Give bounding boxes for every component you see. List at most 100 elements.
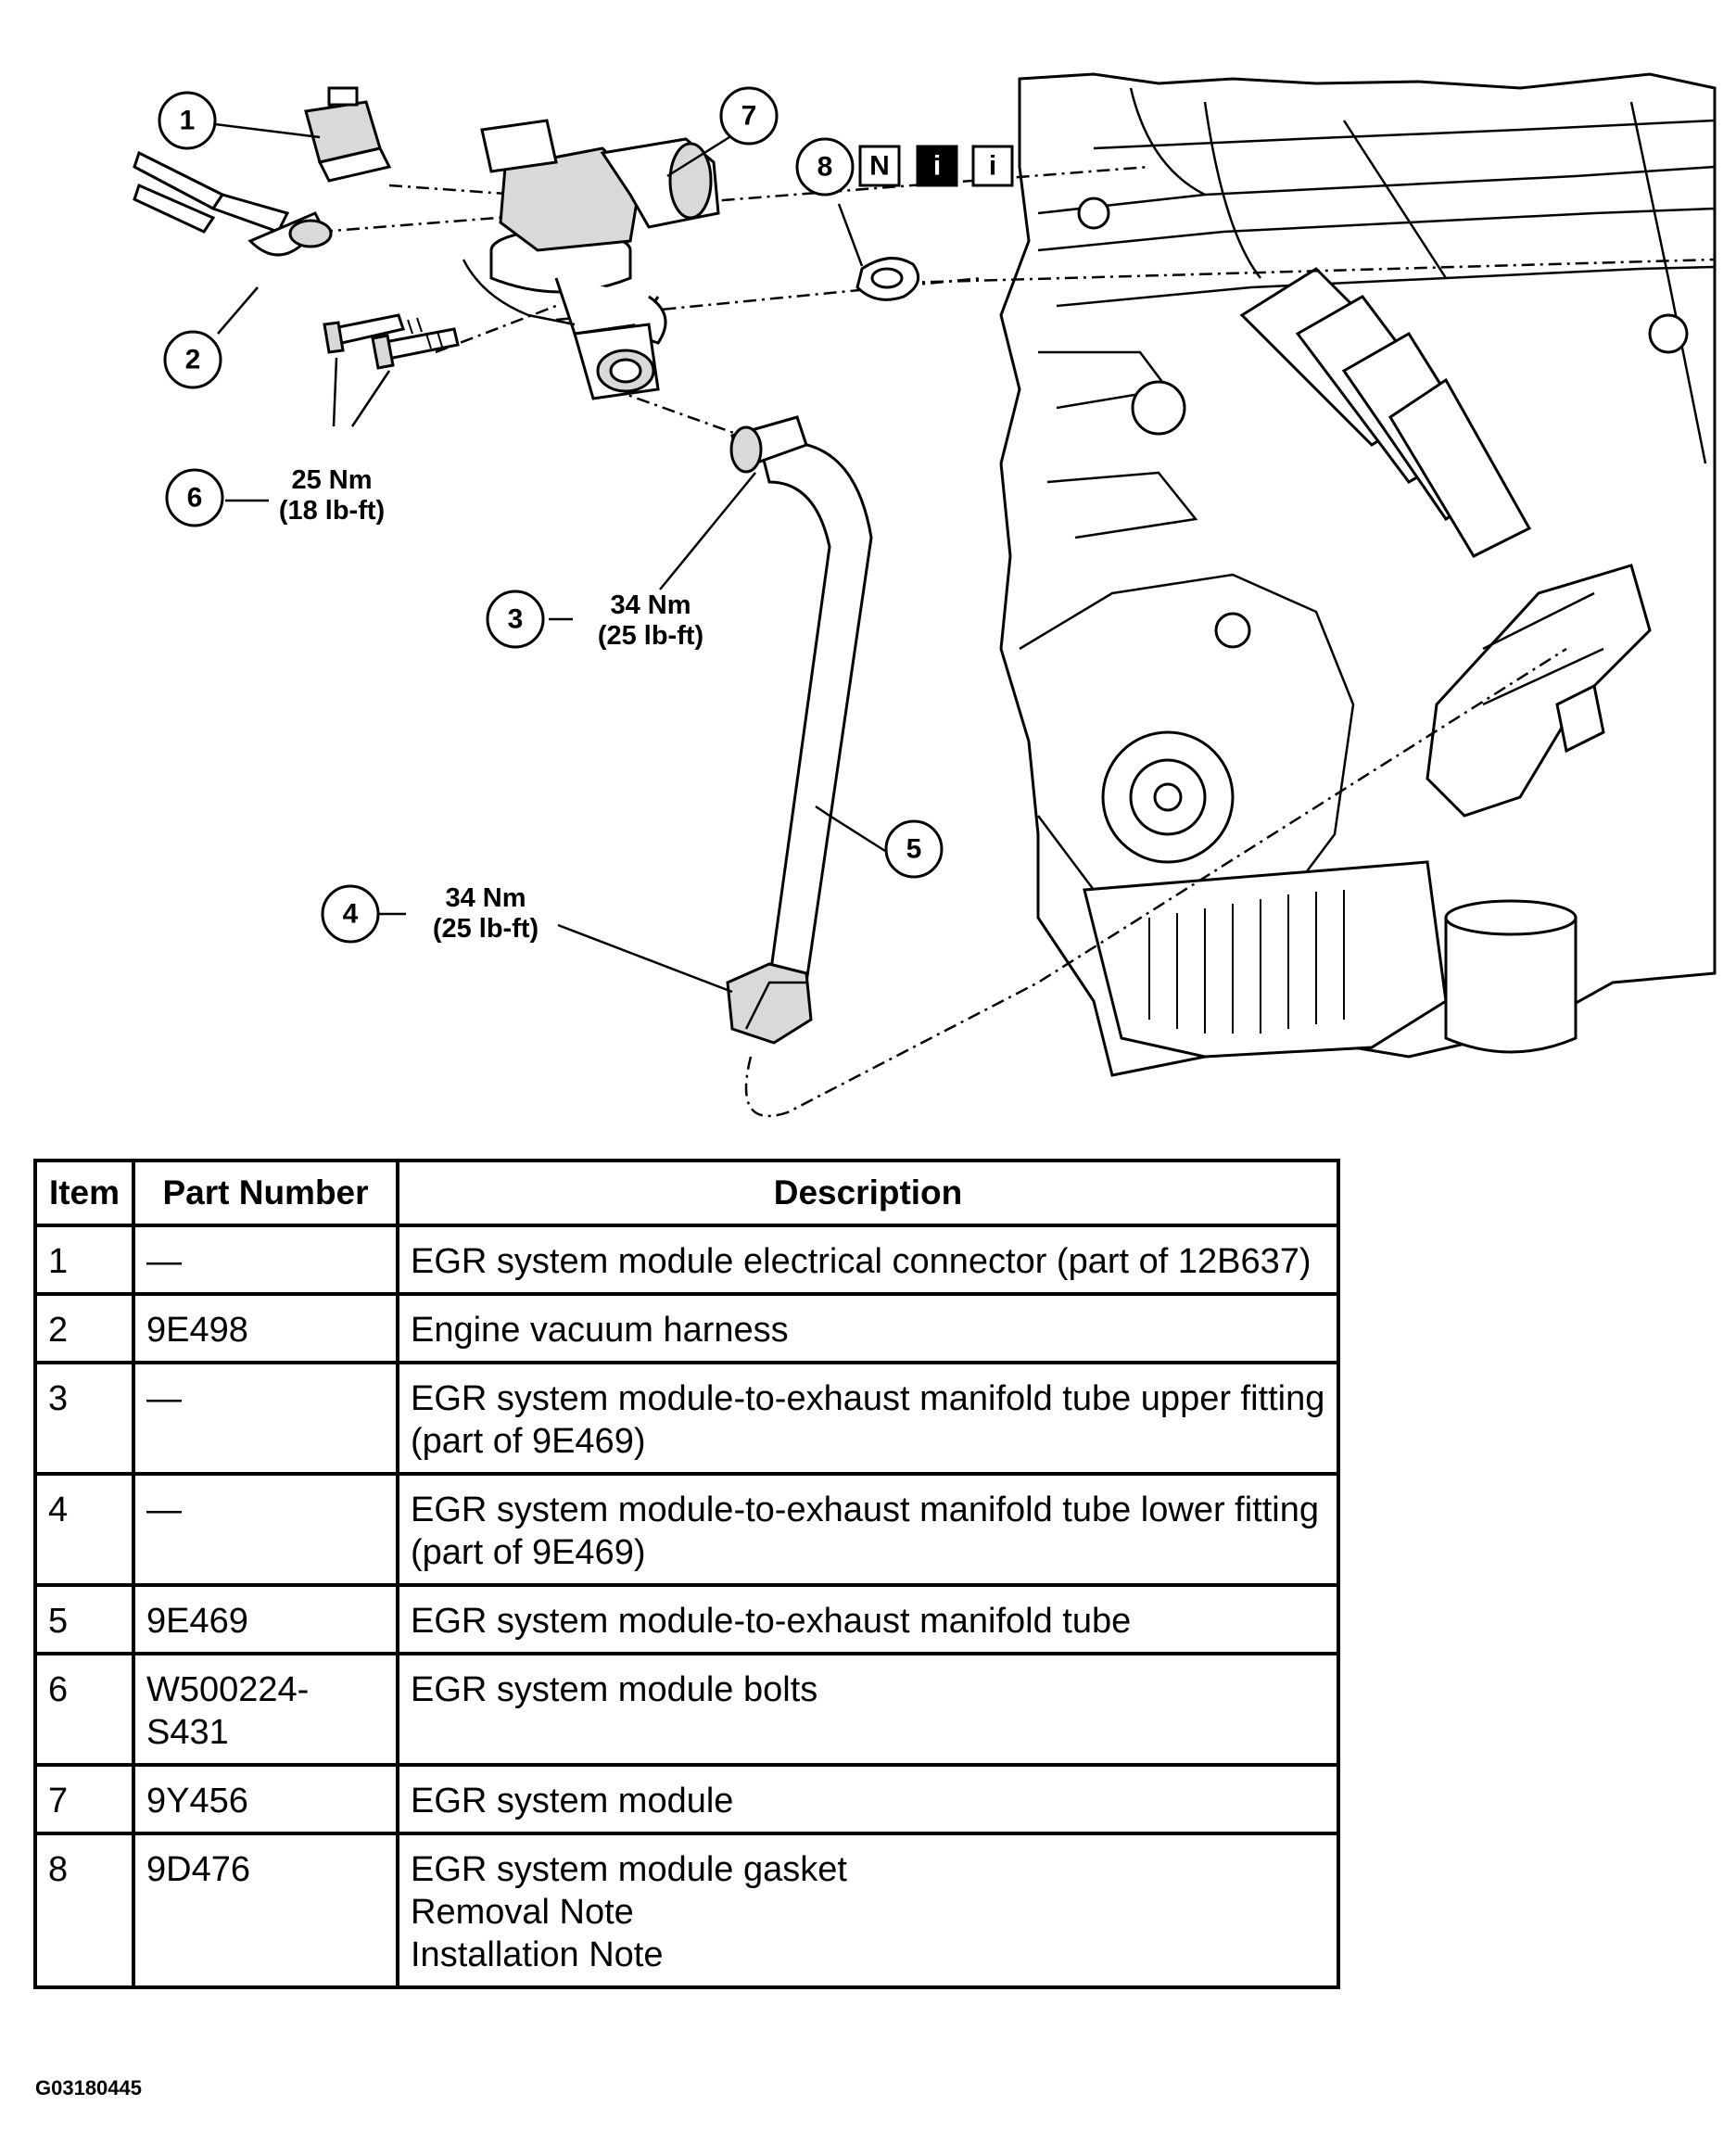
part-number-cell: W500224- S431 xyxy=(132,1652,399,1767)
table-row: 1 — EGR system module electrical connector… xyxy=(33,1224,1340,1296)
torque-4-imperial: (25 lb-ft) xyxy=(433,914,539,944)
item-cell: 6 xyxy=(33,1652,135,1767)
part-number-cell: — xyxy=(132,1224,399,1296)
item-cell: 8 xyxy=(33,1832,135,1989)
removal-info-icon xyxy=(916,145,958,187)
callout-2: 2 xyxy=(163,330,222,389)
part-number-text: 9E498 xyxy=(146,1311,248,1350)
callout-6: 6 xyxy=(165,468,224,527)
egr-exhaust-manifold-tube xyxy=(726,415,873,1045)
callout-4-number: 4 xyxy=(343,899,359,930)
part-number-cell: 9D476 xyxy=(132,1832,399,1989)
header-item: Item xyxy=(33,1159,135,1227)
description-text: EGR system module-to-exhaust manifold tu… xyxy=(411,1490,1319,1572)
description-cell: EGR system module-to-exhaust manifold tu… xyxy=(396,1583,1340,1655)
egr-module-bolts xyxy=(323,313,460,370)
description-text: Engine vacuum harness xyxy=(411,1311,789,1350)
description-cell: EGR system module bolts xyxy=(396,1652,1340,1767)
item-cell: 2 xyxy=(33,1292,135,1364)
item-cell: 7 xyxy=(33,1763,135,1835)
item-cell: 1 xyxy=(33,1224,135,1296)
item-cell: 5 xyxy=(33,1583,135,1655)
egr-system-module xyxy=(462,119,720,400)
callout-7-number: 7 xyxy=(741,101,757,132)
callout-7: 7 xyxy=(719,86,779,146)
callout-4: 4 xyxy=(321,884,380,944)
callout-8: 8 xyxy=(795,137,855,197)
description-cell: EGR system module xyxy=(396,1763,1340,1835)
new-part-icon xyxy=(858,145,901,187)
electrical-connector xyxy=(304,86,392,183)
callout-3-number: 3 xyxy=(508,604,524,635)
table-row: 7 9Y456 EGR system module xyxy=(33,1763,1340,1835)
torque-4-metric: 34 Nm xyxy=(445,883,526,913)
part-number-text: W500224- xyxy=(146,1670,310,1709)
description-text: EGR system module-to-exhaust manifold tu… xyxy=(411,1602,1132,1641)
egr-module-gasket xyxy=(855,257,920,301)
exploded-view-diagram: 1 2 3 4 5 6 7 8 N i i 25 Nm (18 lb-ft) xyxy=(133,72,1717,1118)
part-number-cell: 9E469 xyxy=(132,1583,399,1655)
torque-label-6: 25 Nm (18 lb-ft) xyxy=(279,465,385,526)
engine-assembly xyxy=(999,72,1717,1077)
torque-6-metric: 25 Nm xyxy=(291,465,372,495)
callout-3: 3 xyxy=(486,590,545,649)
description-text: EGR system module gasket xyxy=(411,1850,847,1889)
torque-label-4: 34 Nm (25 lb-ft) xyxy=(433,883,539,944)
installation-info-icon xyxy=(971,145,1014,187)
description-cell: EGR system module-to-exhaust manifold tu… xyxy=(396,1361,1340,1476)
part-number-text: 9Y456 xyxy=(146,1782,248,1820)
table-header-row: Item Part Number Description xyxy=(33,1159,1340,1227)
callout-6-number: 6 xyxy=(187,483,203,514)
description-cell: EGR system module electrical connector (… xyxy=(396,1224,1340,1296)
description-text: Removal Note xyxy=(411,1893,634,1932)
callout-1: 1 xyxy=(158,91,217,150)
callout-8-number: 8 xyxy=(817,152,833,183)
table-row: 2 9E498 Engine vacuum harness xyxy=(33,1292,1340,1364)
table-body: 1 — EGR system module electrical connector… xyxy=(33,1224,1340,1989)
part-number-text: 9D476 xyxy=(146,1850,250,1889)
intake-runners xyxy=(1239,267,1532,558)
note-icons: N i i xyxy=(858,145,1014,187)
new-part-icon-label: N xyxy=(869,151,890,182)
callout-1-number: 1 xyxy=(180,106,196,136)
table-row: 6 W500224- S431 EGR system module bolts xyxy=(33,1652,1340,1767)
torque-6-imperial: (18 lb-ft) xyxy=(279,496,385,526)
part-number-cell: — xyxy=(132,1361,399,1476)
table-row: 3 — EGR system module-to-exhaust manifold … xyxy=(33,1361,1340,1476)
part-number-cell: 9E498 xyxy=(132,1292,399,1364)
header-description: Description xyxy=(396,1159,1340,1227)
part-number-text: — xyxy=(146,1242,182,1281)
description-text: EGR system module xyxy=(411,1782,734,1820)
torque-label-3: 34 Nm (25 lb-ft) xyxy=(598,590,703,651)
part-number-text: 9E469 xyxy=(146,1602,248,1641)
part-number-text: S431 xyxy=(146,1713,229,1752)
item-cell: 3 xyxy=(33,1361,135,1476)
table-row: 4 — EGR system module-to-exhaust manifold … xyxy=(33,1472,1340,1587)
callout-5: 5 xyxy=(884,819,944,879)
callout-5-number: 5 xyxy=(906,834,922,865)
torque-3-imperial: (25 lb-ft) xyxy=(598,621,703,651)
installation-info-icon-label: i xyxy=(989,151,996,182)
header-part-number: Part Number xyxy=(132,1159,399,1227)
figure-id: G03180445 xyxy=(35,2076,142,2099)
callout-2-number: 2 xyxy=(185,345,201,375)
part-number-text: — xyxy=(146,1379,182,1418)
leader-lines xyxy=(214,122,886,994)
part-number-cell: 9Y456 xyxy=(132,1763,399,1835)
parts-table: Item Part Number Description 1 — EGR syste… xyxy=(33,1159,1340,1989)
description-text: EGR system module bolts xyxy=(411,1670,818,1709)
item-cell: 4 xyxy=(33,1472,135,1587)
removal-info-icon-label: i xyxy=(933,151,941,182)
description-cell: EGR system module-to-exhaust manifold tu… xyxy=(396,1472,1340,1587)
part-number-cell: — xyxy=(132,1472,399,1587)
torque-3-metric: 34 Nm xyxy=(610,590,691,620)
description-text: Installation Note xyxy=(411,1935,664,1974)
description-text: EGR system module electrical connector (… xyxy=(411,1242,1312,1281)
table-row: 5 9E469 EGR system module-to-exhaust manif… xyxy=(33,1583,1340,1655)
description-cell: Engine vacuum harness xyxy=(396,1292,1340,1364)
description-text: EGR system module-to-exhaust manifold tu… xyxy=(411,1379,1325,1461)
part-number-text: — xyxy=(146,1490,182,1529)
engine-vacuum-harness xyxy=(133,150,333,257)
